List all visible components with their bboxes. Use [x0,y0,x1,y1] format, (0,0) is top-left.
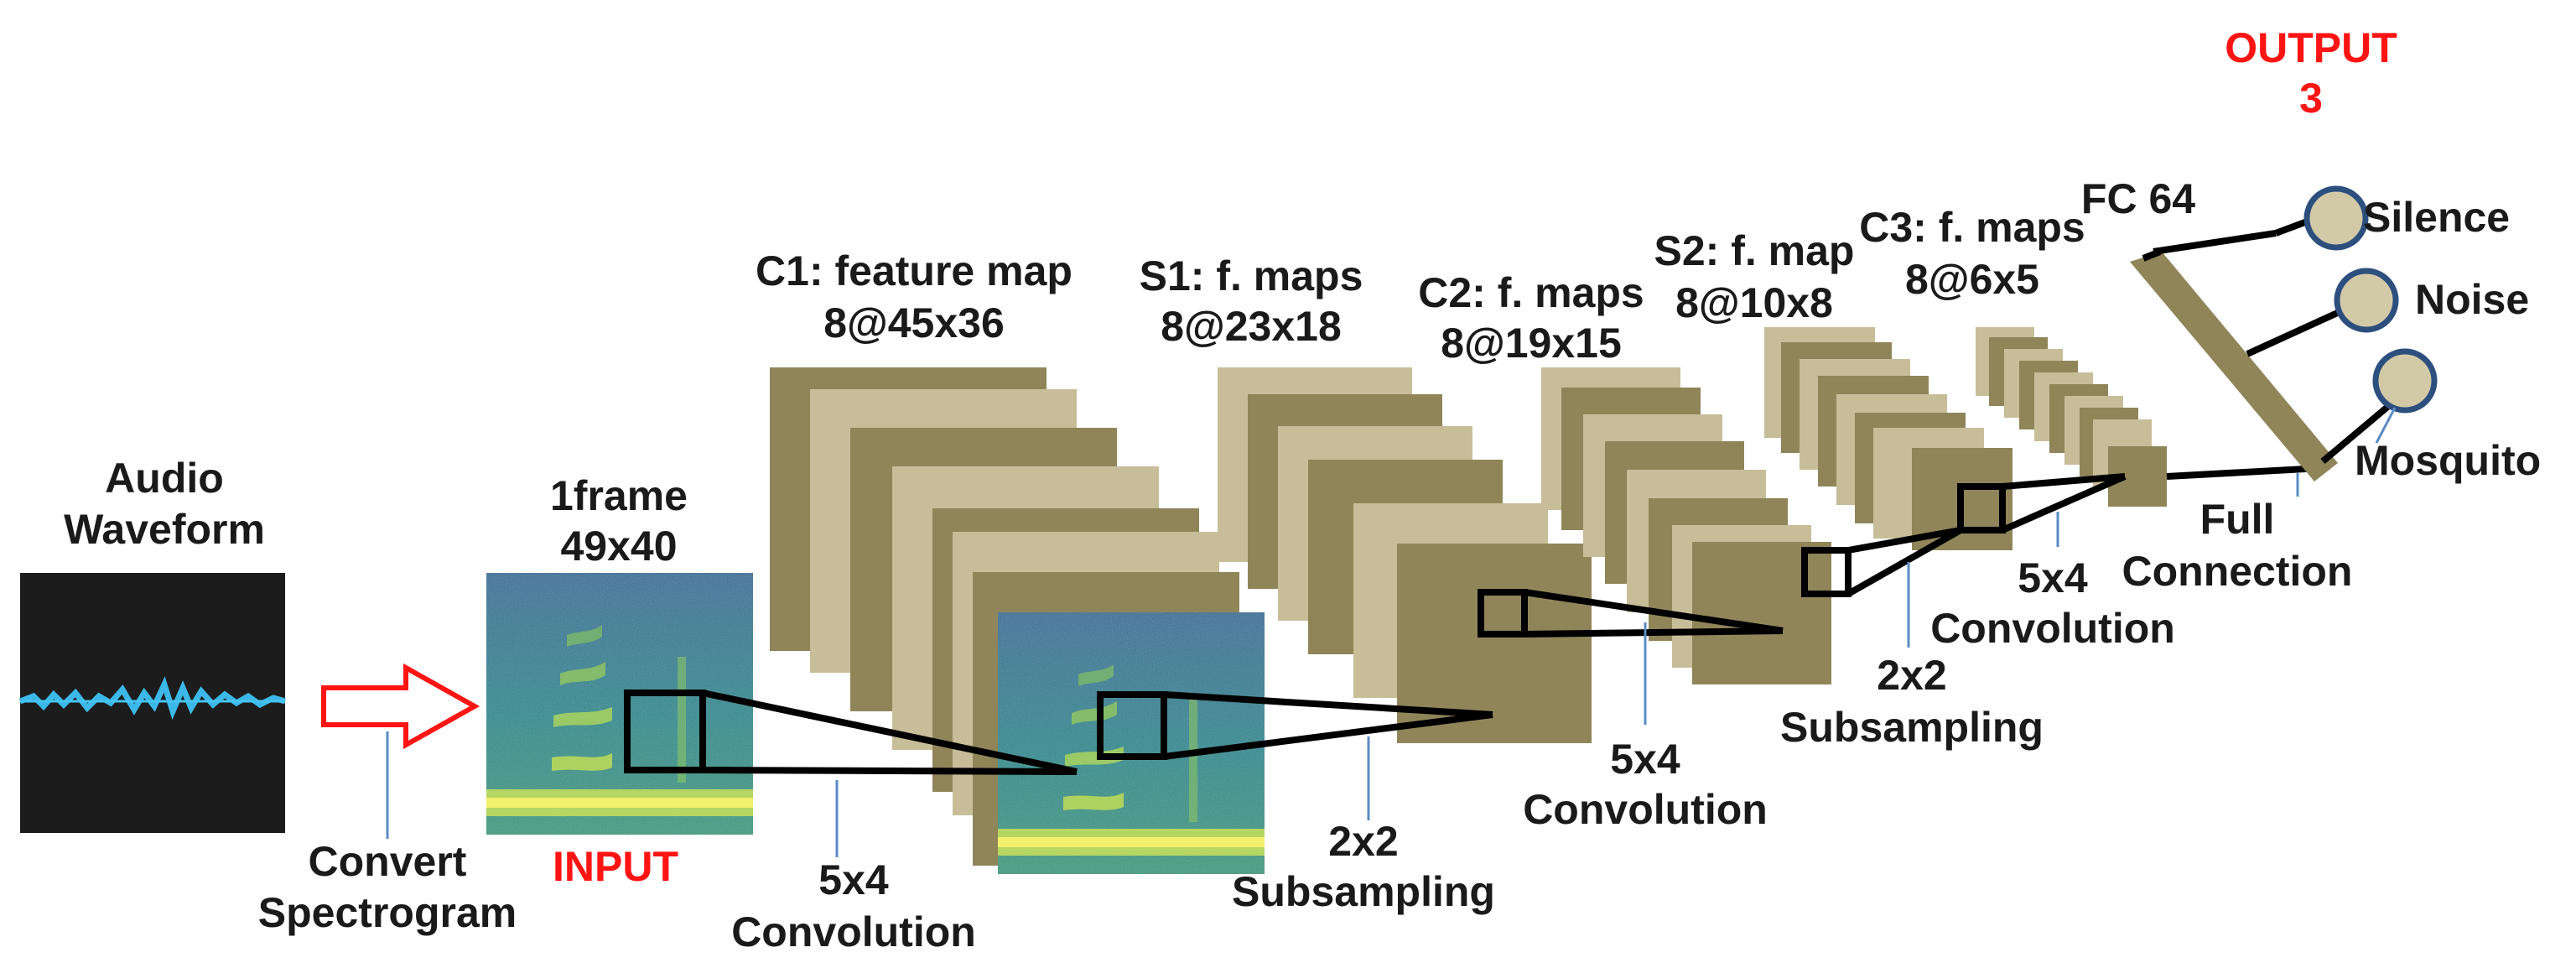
c1-label-line2: 8@45x36 [823,299,1005,346]
c2-label-line1: C2: f. maps [1418,269,1644,316]
c2-feature-maps: C2: f. maps 8@19x15 [1418,269,1852,684]
c3-feature-maps: C3: f. maps 8@6x5 [1859,204,2167,507]
audio-label-line1: Audio [105,455,224,502]
connection-noise [2246,307,2345,357]
full-label-line1: Full [2200,496,2275,543]
input-spectrogram: 1frame 49x40 INPUT [486,472,753,890]
c1-kernel-window [1097,691,1167,760]
c1-feature-maps: C1: feature map 8@45x36 [756,247,1265,874]
output-node-silence [2303,185,2369,251]
sub1-label-line2: Subsampling [1232,868,1495,915]
c2-kernel-window [1801,547,1852,597]
conv1-label-line1: 5x4 [818,856,889,903]
conv3-label-line2: Convolution [1930,605,2175,652]
output-node-mosquito [2372,348,2438,414]
c2-label-line2: 8@19x15 [1441,320,1622,367]
audio-waveform-panel: Audio Waveform [18,455,286,833]
frame-label-line1: 1frame [550,472,688,519]
s1-feature-maps: S1: f. maps 8@23x18 [1140,252,1592,743]
sub1-label-line1: 2x2 [1328,818,1398,865]
input-kernel-window [624,690,706,773]
sub2-label-line1: 2x2 [1877,652,1946,699]
s2-kernel-window [1957,483,2006,533]
s2-label-line1: S2: f. map [1654,227,1855,274]
audio-label-line2: Waveform [64,506,265,553]
output-label-line1: OUTPUT [2225,24,2397,71]
output-label-line2: 3 [2299,75,2323,122]
conv2-label-line1: 5x4 [1610,736,1680,783]
conv1-label-line2: Convolution [731,908,976,955]
conv3-label-line1: 5x4 [2018,554,2088,601]
convert-label-line2: Spectrogram [258,889,517,936]
c3-label-line2: 8@6x5 [1905,256,2039,303]
convert-label-line1: Convert [309,838,467,885]
projection-lines [702,473,2127,775]
output-node-noise [2334,268,2399,333]
waveform-signal [18,676,286,721]
input-label: INPUT [553,843,678,890]
frame-label-line2: 49x40 [560,523,677,570]
connection-mosquito [2320,396,2399,465]
full-label-line2: Connection [2122,548,2353,595]
output-label-noise: Noise [2415,276,2529,323]
c1-label-line1: C1: feature map [756,247,1072,294]
fc-layer: FC 64 [2081,175,2399,481]
fc-label: FC 64 [2081,175,2195,222]
s2-label-line2: 8@10x8 [1675,279,1833,326]
c3-label-line1: C3: f. maps [1859,204,2085,251]
fc-neuron-bar [2130,252,2338,481]
s1-label-line2: 8@23x18 [1161,303,1342,350]
s1-kernel-window [1478,589,1528,638]
convert-arrow: Convert Spectrogram [258,663,517,936]
output-label-mosquito: Mosquito [2355,437,2541,484]
s1-label-line1: S1: f. maps [1140,252,1363,299]
output-label-silence: Silence [2363,194,2510,241]
connection-silence [2153,230,2277,255]
operation-labels: 5x4 Convolution 2x2 Subsampling 5x4 Conv… [731,473,2352,955]
output-nodes: OUTPUT 3 Silence Noise Mosquito [2225,24,2541,484]
conv2-label-line2: Convolution [1523,786,1768,833]
sub2-label-line2: Subsampling [1780,704,2044,751]
